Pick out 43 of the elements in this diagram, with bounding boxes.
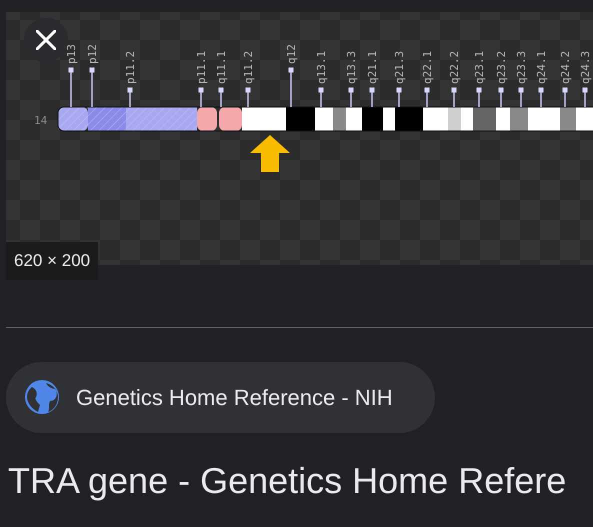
leader-line <box>288 68 294 107</box>
source-name: Genetics Home Reference - NIH <box>76 385 393 411</box>
band-label: q21.3 <box>393 50 406 84</box>
image-size-label: 620 × 200 <box>6 242 98 280</box>
band-label: q23.3 <box>515 50 528 84</box>
leader-line <box>538 88 544 107</box>
leader-line <box>370 88 374 107</box>
band-label: q11.2 <box>242 50 255 84</box>
leader-line <box>198 88 204 107</box>
leader-line <box>476 88 482 107</box>
band-label: q21.1 <box>366 50 379 84</box>
band-label: q23.2 <box>495 50 508 84</box>
band-label: q24.1 <box>535 50 548 84</box>
band-label: q13.3 <box>345 50 358 84</box>
band-label: q22.2 <box>448 50 461 84</box>
leader-line <box>348 88 354 107</box>
chromosome-number: 14 <box>34 114 48 127</box>
chromosome-drawing <box>58 106 593 132</box>
leader-line <box>562 88 568 107</box>
result-title: TRA gene - Genetics Home Refere <box>8 460 566 502</box>
leader-line <box>424 88 430 107</box>
band-label: q13.1 <box>315 50 328 84</box>
leader-line <box>90 68 94 107</box>
band-label: q22.1 <box>421 50 434 84</box>
leader-line <box>582 88 588 107</box>
band-label: q23.1 <box>473 50 486 84</box>
leader-line <box>318 88 324 107</box>
leader-line <box>128 88 132 107</box>
band-label: p11.2 <box>124 50 137 84</box>
leader-line <box>246 88 250 107</box>
band-label: p11.1 <box>195 50 208 84</box>
leader-line <box>218 88 224 107</box>
band-label: q12 <box>285 44 298 64</box>
leader-line <box>498 88 504 107</box>
leader-line <box>68 68 74 107</box>
leader-line <box>518 88 524 107</box>
leader-line <box>396 88 402 107</box>
band-label: p13 <box>65 44 78 64</box>
band-label: q24.3 <box>579 50 592 84</box>
band-label: q11.1 <box>215 50 228 84</box>
band-label: p12 <box>86 44 99 64</box>
leader-line <box>452 88 456 107</box>
band-label: q24.2 <box>559 50 572 84</box>
